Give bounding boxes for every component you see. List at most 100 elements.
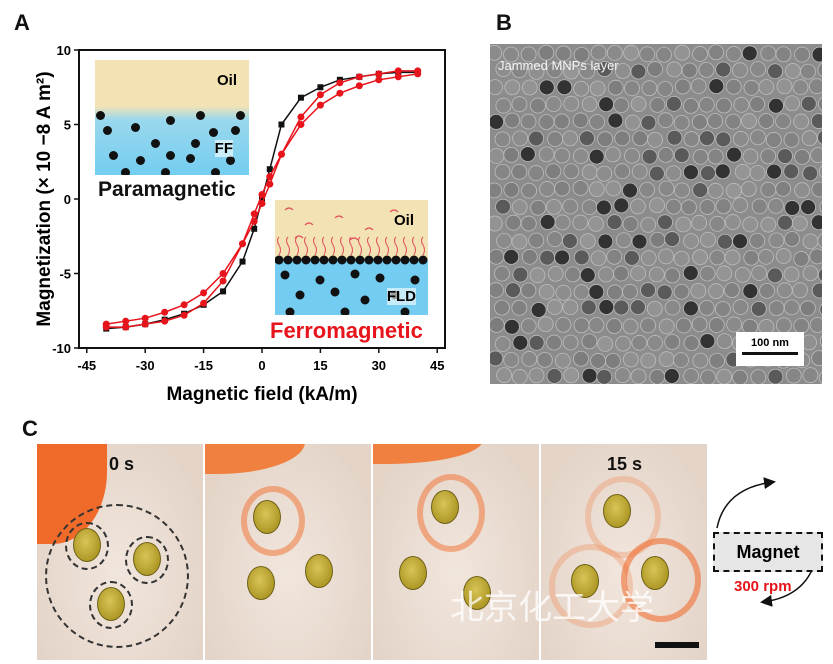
nanoparticle [555,316,572,333]
nanoparticle [784,95,800,112]
nanoparticle [494,131,511,148]
nanoparticle [96,111,105,120]
nanoparticle [573,47,590,63]
nanoparticle [503,146,520,163]
photo-frame-2 [205,444,371,660]
nanoparticle [337,255,347,265]
nanoparticle [589,80,606,97]
nanoparticle [741,45,758,62]
oil-label: Oil [393,212,414,229]
nanoparticle [715,301,731,317]
nanoparticle [698,61,715,78]
nanoparticle [528,130,544,147]
nanoparticle [400,307,410,315]
y-tick-label: 10 [57,43,71,58]
photo-frame-3 [373,444,539,660]
nanoparticle [811,350,822,367]
nanoparticle [818,165,822,178]
data-point [200,299,208,307]
nanoparticle [556,79,573,96]
scale-bar-label: 100 nm [751,337,789,349]
nanoparticle [490,44,503,61]
droplet [571,564,599,598]
nanoparticle [793,113,810,130]
nanoparticle [665,198,682,215]
panel-label-b: B [496,10,512,35]
nanoparticle [301,255,311,265]
nanoparticle [391,255,401,265]
nanoparticle [295,290,305,300]
nanoparticle [539,249,556,266]
nanoparticle [699,130,715,147]
nanoparticle [605,180,622,197]
ferromagnetic-inset: Oil FLD [275,200,428,315]
nanoparticle [504,79,521,96]
nanoparticle [699,265,716,282]
nanoparticle [511,299,528,316]
nanoparticle [784,200,801,216]
nanoparticle [528,165,544,181]
nanoparticle [490,113,505,130]
nanoparticle [726,316,743,333]
nanoparticle [700,165,716,182]
photo-frame-0s: 0 s [37,444,203,660]
nanoparticle [802,367,819,383]
nanoparticle [614,63,631,79]
nanoparticle [775,317,792,334]
ligand [331,236,335,256]
nanoparticle [760,45,777,62]
nanoparticle [649,197,665,214]
droplet [133,542,161,576]
x-tick-label: 45 [430,358,444,373]
nanoparticle [649,165,665,182]
dye-swirl [241,486,305,556]
ligand [421,236,425,256]
nanoparticle [226,156,235,165]
data-point [375,70,383,78]
droplet [253,500,281,534]
nanoparticle [793,251,810,267]
data-point [336,79,344,87]
nanoparticle [811,282,822,299]
nanoparticle [136,156,145,165]
nanoparticle [536,351,553,368]
spin-arrow-icon [89,581,133,629]
orbit-arrow-icon [45,504,189,648]
nanoparticle [588,317,605,333]
nanoparticle [512,334,529,351]
nanoparticle [622,318,639,335]
nanoparticle [629,198,646,215]
nanoparticle [759,282,775,299]
nanoparticle [700,369,716,384]
nanoparticle [521,351,538,367]
nanoparticle [504,318,520,335]
nanoparticle [785,367,802,384]
ligand [349,236,353,256]
nanoparticle [725,46,742,62]
data-point [102,323,110,331]
nanoparticle [539,214,556,230]
nanoparticle [664,267,681,284]
data-point [180,301,188,309]
nanoparticle [538,79,555,96]
nanoparticle [716,265,733,282]
data-point [414,70,422,78]
nanoparticle [709,249,726,266]
nanoparticle [131,123,140,132]
nanoparticle [708,44,725,61]
scale-bar [742,352,798,355]
nanoparticle [715,131,732,148]
nanoparticle [768,97,784,114]
nanoparticle [490,215,503,232]
data-point [278,121,285,128]
nanoparticle [732,62,748,79]
nanoparticle [792,282,808,299]
nanoparticle [734,266,751,283]
nanoparticle [802,265,819,282]
nanoparticle [799,300,816,317]
nanoparticle [538,114,555,130]
nanoparticle [750,369,767,384]
nanoparticle [613,97,630,114]
nanoparticle [562,198,579,215]
